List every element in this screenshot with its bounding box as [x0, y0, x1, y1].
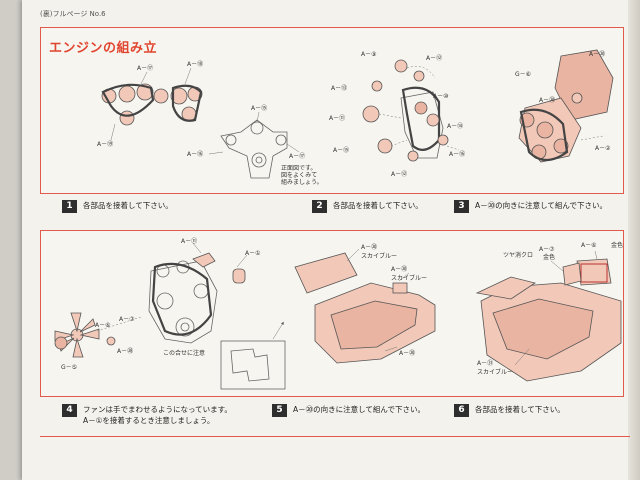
step-number: 6 [454, 404, 469, 417]
step-number: 5 [272, 404, 287, 417]
diagram-step5: A－⑳ スカイブルー A－⑳ スカイブルー A－⑳ [294, 243, 436, 364]
step-1: 1 各部品を接着して下さい。 [62, 200, 173, 213]
label: A－⑰ [137, 64, 153, 72]
label: A－㉛ [477, 359, 493, 367]
step-number: 3 [454, 200, 469, 213]
step-text: A－⑳の向きに注意して組んで下さい。 [475, 201, 608, 210]
engine-diagrams-bottom: A－⑪ A－① A－⑦ A－⑥ A－㉘ G－⑤ この合せに注意 [54, 237, 623, 390]
page-header: (裏)フルページ No.6 [40, 10, 106, 18]
label: ツヤ消クロ [503, 251, 533, 259]
label: A－⑫ [391, 170, 407, 178]
label: A－⑮ [333, 146, 349, 154]
diagram-step6: A－⑥ 金色 A－⑦ 金色 ツヤ消クロ A－㉛ スカイブルー [475, 241, 623, 382]
label: A－⑲ [97, 140, 113, 148]
label: A－⑰ [289, 152, 305, 160]
step-4: 4 ファンは手でまわせるようになっています。 A－①を接着するとき注意しましょう… [62, 404, 232, 426]
label: A－① [245, 250, 260, 257]
label: A－⑱ [187, 60, 203, 68]
label: A－⑨ [361, 51, 376, 58]
label: A－⑦ [539, 246, 555, 253]
step-number: 1 [62, 200, 77, 213]
inset-caption: この合せに注意 [163, 349, 205, 357]
label: スカイブルー [391, 274, 427, 282]
diagram-note: 正面図です。 図をよくみて 組みましょう。 [281, 165, 323, 186]
step-2: 2 各部品を接着して下さい。 [312, 200, 423, 213]
step-text: 各部品を接着して下さい。 [333, 201, 423, 210]
manual-page: (裏)フルページ No.6 エンジンの組み立 A－⑰ A－⑱ [22, 0, 640, 480]
label: A－⑦ [119, 316, 135, 323]
label: A－⑥ [581, 242, 596, 249]
label: A－⑯ [187, 150, 203, 158]
step-6: 6 各部品を接着して下さい。 [454, 404, 565, 417]
engine-assembly-panel: エンジンの組み立 A－⑰ A－⑱ A－⑲ [40, 27, 624, 194]
label: A－⑳ [539, 96, 555, 104]
label: A－㉘ [117, 347, 133, 355]
diagram-step4: A－⑪ A－① A－⑦ A－⑥ A－㉘ G－⑤ この合せに注意 [54, 237, 286, 390]
label: A－⑥ [95, 322, 110, 329]
label: A－⑳ [399, 349, 415, 357]
label: A－⑪ [329, 114, 345, 122]
label: スカイブルー [477, 368, 513, 376]
step-text: 各部品を接着して下さい。 [83, 201, 173, 210]
label: 金色 [611, 241, 623, 249]
label: A－⑳ [361, 243, 377, 251]
label: G－⑥ [515, 71, 531, 78]
label: A－⑮ [251, 104, 267, 112]
label: A－② [595, 145, 611, 152]
label: A－⑬ [331, 84, 347, 92]
label: A－⑳ [589, 50, 605, 58]
engine-diagrams-top: A－⑰ A－⑱ A－⑲ A－⑮ A－⑯ A－⑰ 正面図です。 図をよくみて [97, 49, 614, 186]
step-text: ファンは手でまわせるようになっています。 A－①を接着するとき注意しましょう。 [83, 405, 232, 425]
page-fold [628, 0, 640, 480]
step-5: 5 A－⑳の向きに注意して組んで下さい。 [272, 404, 425, 417]
diagram-step1: A－⑰ A－⑱ A－⑲ A－⑮ A－⑯ A－⑰ 正面図です。 図をよくみて [97, 60, 323, 186]
label: スカイブルー [361, 252, 397, 260]
label: A－⑫ [426, 54, 442, 62]
section-title: エンジンの組み立 [49, 41, 158, 56]
diagram-step2: A－⑨ A－⑫ A－⑬ A－⑩ A－⑪ A－⑭ A－⑮ A－⑯ A－⑫ [329, 51, 465, 178]
label: A－⑯ [449, 150, 465, 158]
label: A－⑳ [391, 265, 407, 273]
step-text: A－⑳の向きに注意して組んで下さい。 [293, 405, 426, 414]
label: A－⑩ [433, 93, 448, 100]
page-bottom-rule [40, 436, 630, 438]
label: A－⑭ [447, 122, 463, 130]
step-number: 4 [62, 404, 77, 417]
step-3: 3 A－⑳の向きに注意して組んで下さい。 [454, 200, 607, 213]
label: G－⑤ [61, 364, 77, 371]
label: A－⑪ [181, 237, 197, 245]
step-text: 各部品を接着して下さい。 [475, 405, 565, 414]
diagram-step3: G－⑥ A－⑳ A－⑳ A－② [515, 49, 614, 163]
label: 金色 [543, 253, 555, 261]
step-number: 2 [312, 200, 327, 213]
engine-assembly-panel-2: A－⑪ A－① A－⑦ A－⑥ A－㉘ G－⑤ この合せに注意 [40, 230, 624, 397]
